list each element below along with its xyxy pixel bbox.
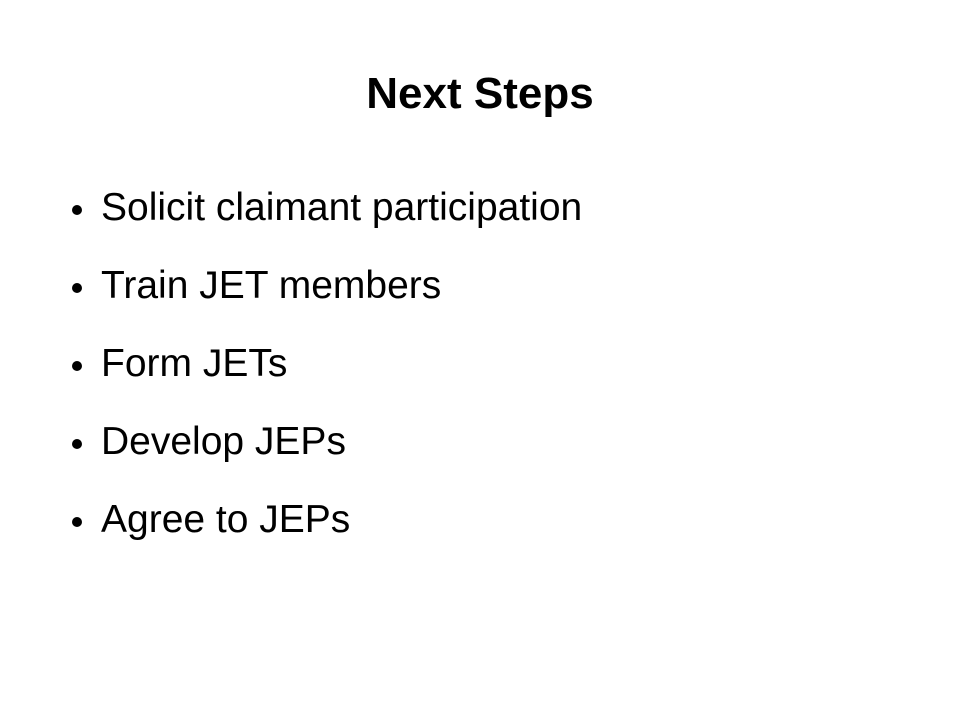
list-item: Agree to JEPs xyxy=(72,488,892,566)
bullet-text: Train JET members xyxy=(101,264,442,307)
list-item: Solicit claimant participation xyxy=(72,176,892,254)
bullet-text: Agree to JEPs xyxy=(101,498,351,541)
bullet-icon xyxy=(72,439,82,449)
bullet-icon xyxy=(72,205,82,215)
bullet-icon xyxy=(72,283,82,293)
list-item: Train JET members xyxy=(72,254,892,332)
slide-title: Next Steps xyxy=(366,69,594,118)
bullet-list: Solicit claimant participation Train JET… xyxy=(72,176,892,566)
list-item: Form JETs xyxy=(72,332,892,410)
bullet-text: Develop JEPs xyxy=(101,420,346,463)
bullet-icon xyxy=(72,361,82,371)
bullet-text: Form JETs xyxy=(101,342,288,385)
bullet-icon xyxy=(72,517,82,527)
list-item: Develop JEPs xyxy=(72,410,892,488)
bullet-text: Solicit claimant participation xyxy=(101,186,583,229)
